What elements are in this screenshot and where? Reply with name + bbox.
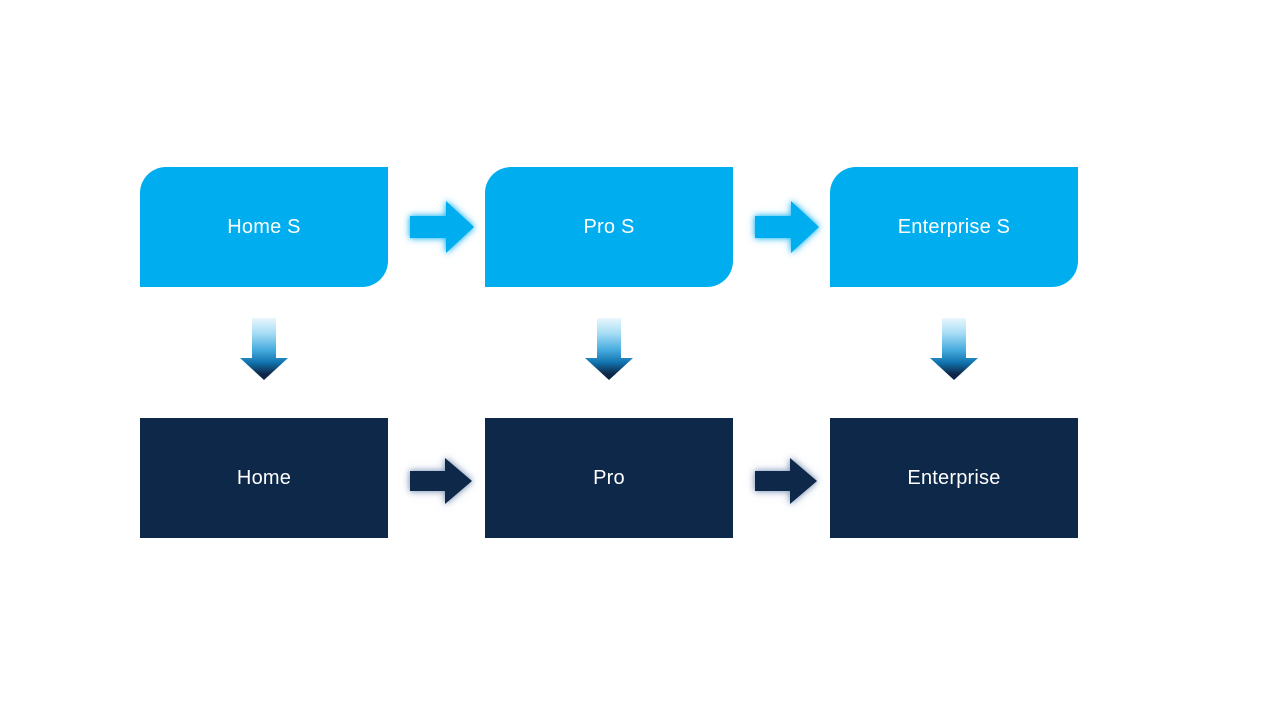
right-arrow-shape: [410, 458, 472, 504]
node-label: Enterprise: [907, 466, 1001, 489]
node-home: Home: [140, 418, 388, 538]
node-label: Pro: [593, 466, 625, 489]
right-arrow-icon: [755, 458, 817, 504]
right-arrow-shape: [755, 458, 817, 504]
node-enterprise-s: Enterprise S: [830, 167, 1078, 287]
node-label: Home: [236, 466, 292, 489]
node-label: Pro S: [583, 215, 635, 238]
down-arrow-icon: [930, 318, 978, 380]
node-pro: Pro: [485, 418, 733, 538]
right-arrow-icon: [410, 201, 474, 253]
right-arrow-icon: [755, 201, 819, 253]
node-home-s: Home S: [140, 167, 388, 287]
down-arrow-icon: [585, 318, 633, 380]
node-label: Home S: [227, 215, 301, 238]
down-arrow-icon: [240, 318, 288, 380]
right-arrow-shape: [410, 201, 474, 253]
node-enterprise: Enterprise: [830, 418, 1078, 538]
node-pro-s: Pro S: [485, 167, 733, 287]
right-arrow-icon: [410, 458, 472, 504]
right-arrow-shape: [755, 201, 819, 253]
node-label: Enterprise S: [897, 215, 1011, 238]
